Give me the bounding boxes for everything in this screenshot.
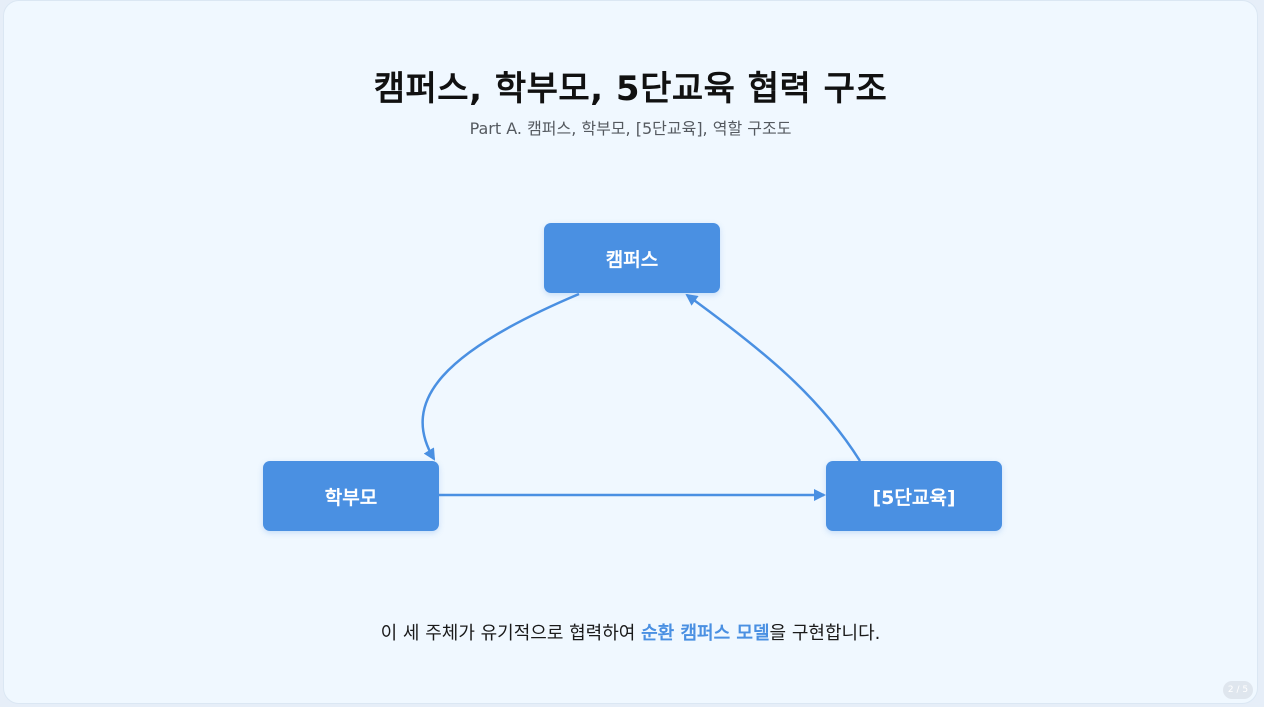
node-parent: 학부모 [263, 461, 439, 531]
footer-text-before: 이 세 주체가 유기적으로 협력하여 [380, 623, 642, 644]
arrow-campus-to-parent [421, 292, 580, 461]
node-five-step-education: [5단교육] [826, 461, 1002, 531]
node-five-step-education-label: [5단교육] [872, 486, 956, 509]
page-subtitle: Part A. 캠퍼스, 학부모, [5단교육], 역할 구조도 [469, 119, 792, 138]
node-parent-label: 학부모 [324, 486, 378, 509]
slide: 캠퍼스, 학부모, 5단교육 협력 구조 Part A. 캠퍼스, 학부모, [… [3, 0, 1258, 704]
diagram-connectors [421, 292, 862, 501]
footer-text-after: 을 구현합니다. [769, 623, 881, 644]
node-campus: 캠퍼스 [544, 223, 720, 293]
footer-highlight: 순환 캠퍼스 모델 [641, 623, 770, 644]
footer-caption: 이 세 주체가 유기적으로 협력하여 순환 캠퍼스 모델을 구현합니다. [4, 619, 1257, 645]
node-campus-label: 캠퍼스 [605, 248, 659, 271]
page-title: 캠퍼스, 학부모, 5단교육 협력 구조 [373, 69, 888, 109]
arrow-edu-to-campus [685, 293, 862, 462]
page-indicator[interactable]: 2 / 5 [1223, 681, 1253, 699]
